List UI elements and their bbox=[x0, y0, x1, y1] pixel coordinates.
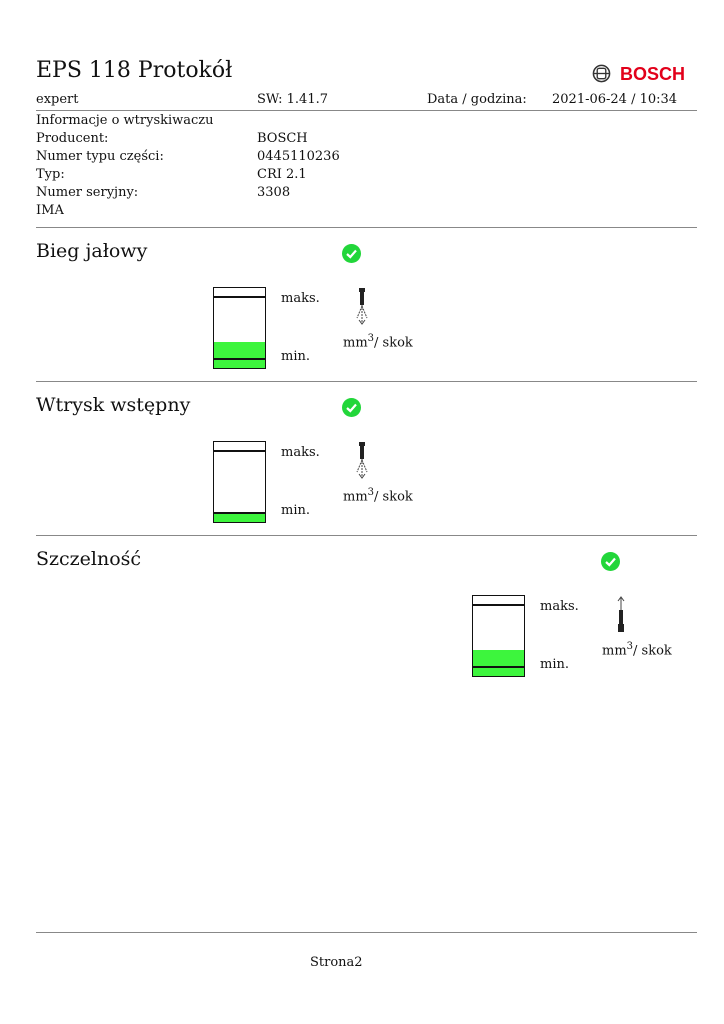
info-value: 3308 bbox=[257, 185, 291, 200]
info-label: IMA bbox=[36, 203, 64, 218]
max-line bbox=[473, 604, 524, 606]
level-gauge bbox=[213, 441, 266, 523]
min-line bbox=[214, 512, 265, 514]
info-label: Numer typu części: bbox=[36, 149, 164, 164]
gauge-fill bbox=[214, 341, 265, 368]
gauge-fill bbox=[473, 649, 524, 676]
page-number: Strona2 bbox=[310, 955, 363, 970]
max-label: maks. bbox=[540, 599, 579, 614]
injector-spray-icon bbox=[354, 288, 370, 332]
divider bbox=[36, 227, 697, 228]
bosch-armature-icon bbox=[592, 64, 611, 83]
software-version: SW: 1.41.7 bbox=[257, 92, 328, 107]
divider bbox=[36, 381, 697, 382]
test-title: Bieg jałowy bbox=[36, 240, 148, 262]
unit-suffix: / skok bbox=[374, 335, 413, 351]
level-gauge bbox=[472, 595, 525, 677]
info-label: Numer seryjny: bbox=[36, 185, 139, 200]
divider bbox=[36, 110, 697, 111]
info-label: Producent: bbox=[36, 131, 109, 146]
unit: mm bbox=[602, 643, 627, 659]
date-label: Data / godzina: bbox=[427, 92, 527, 107]
page-title: EPS 118 Protokół bbox=[36, 58, 233, 83]
bosch-logo: BOSCH bbox=[592, 64, 685, 87]
injector-return-icon bbox=[613, 596, 629, 640]
min-line bbox=[473, 666, 524, 668]
unit-exponent: 3 bbox=[626, 641, 634, 652]
user-label: expert bbox=[36, 92, 79, 107]
min-label: min. bbox=[540, 657, 569, 672]
unit: mm bbox=[343, 489, 368, 505]
unit-exponent: 3 bbox=[367, 487, 375, 498]
max-line bbox=[214, 296, 265, 298]
unit-label: mm3/ skok bbox=[343, 487, 413, 504]
info-value: 0445110236 bbox=[257, 149, 340, 164]
min-line bbox=[214, 358, 265, 360]
max-line bbox=[214, 450, 265, 452]
brand-name: BOSCH bbox=[620, 64, 686, 84]
min-label: min. bbox=[281, 349, 310, 364]
gauge-fill bbox=[214, 511, 265, 522]
min-label: min. bbox=[281, 503, 310, 518]
unit-exponent: 3 bbox=[367, 333, 375, 344]
info-value: BOSCH bbox=[257, 131, 308, 146]
max-label: maks. bbox=[281, 291, 320, 306]
info-value: CRI 2.1 bbox=[257, 167, 307, 182]
divider bbox=[36, 932, 697, 933]
level-gauge bbox=[213, 287, 266, 369]
divider bbox=[36, 535, 697, 536]
unit-suffix: / skok bbox=[374, 489, 413, 505]
date-value: 2021-06-24 / 10:34 bbox=[552, 92, 678, 107]
check-ok-icon bbox=[342, 398, 361, 417]
info-label: Typ: bbox=[36, 167, 65, 182]
injector-spray-icon bbox=[354, 442, 370, 486]
injector-section-title: Informacje o wtryskiwaczu bbox=[36, 113, 214, 128]
check-ok-icon bbox=[601, 552, 620, 571]
test-title: Szczelność bbox=[36, 548, 142, 570]
check-ok-icon bbox=[342, 244, 361, 263]
unit-label: mm3/ skok bbox=[602, 641, 672, 658]
unit: mm bbox=[343, 335, 368, 351]
max-label: maks. bbox=[281, 445, 320, 460]
unit-suffix: / skok bbox=[633, 643, 672, 659]
test-title: Wtrysk wstępny bbox=[36, 394, 191, 416]
unit-label: mm3/ skok bbox=[343, 333, 413, 350]
